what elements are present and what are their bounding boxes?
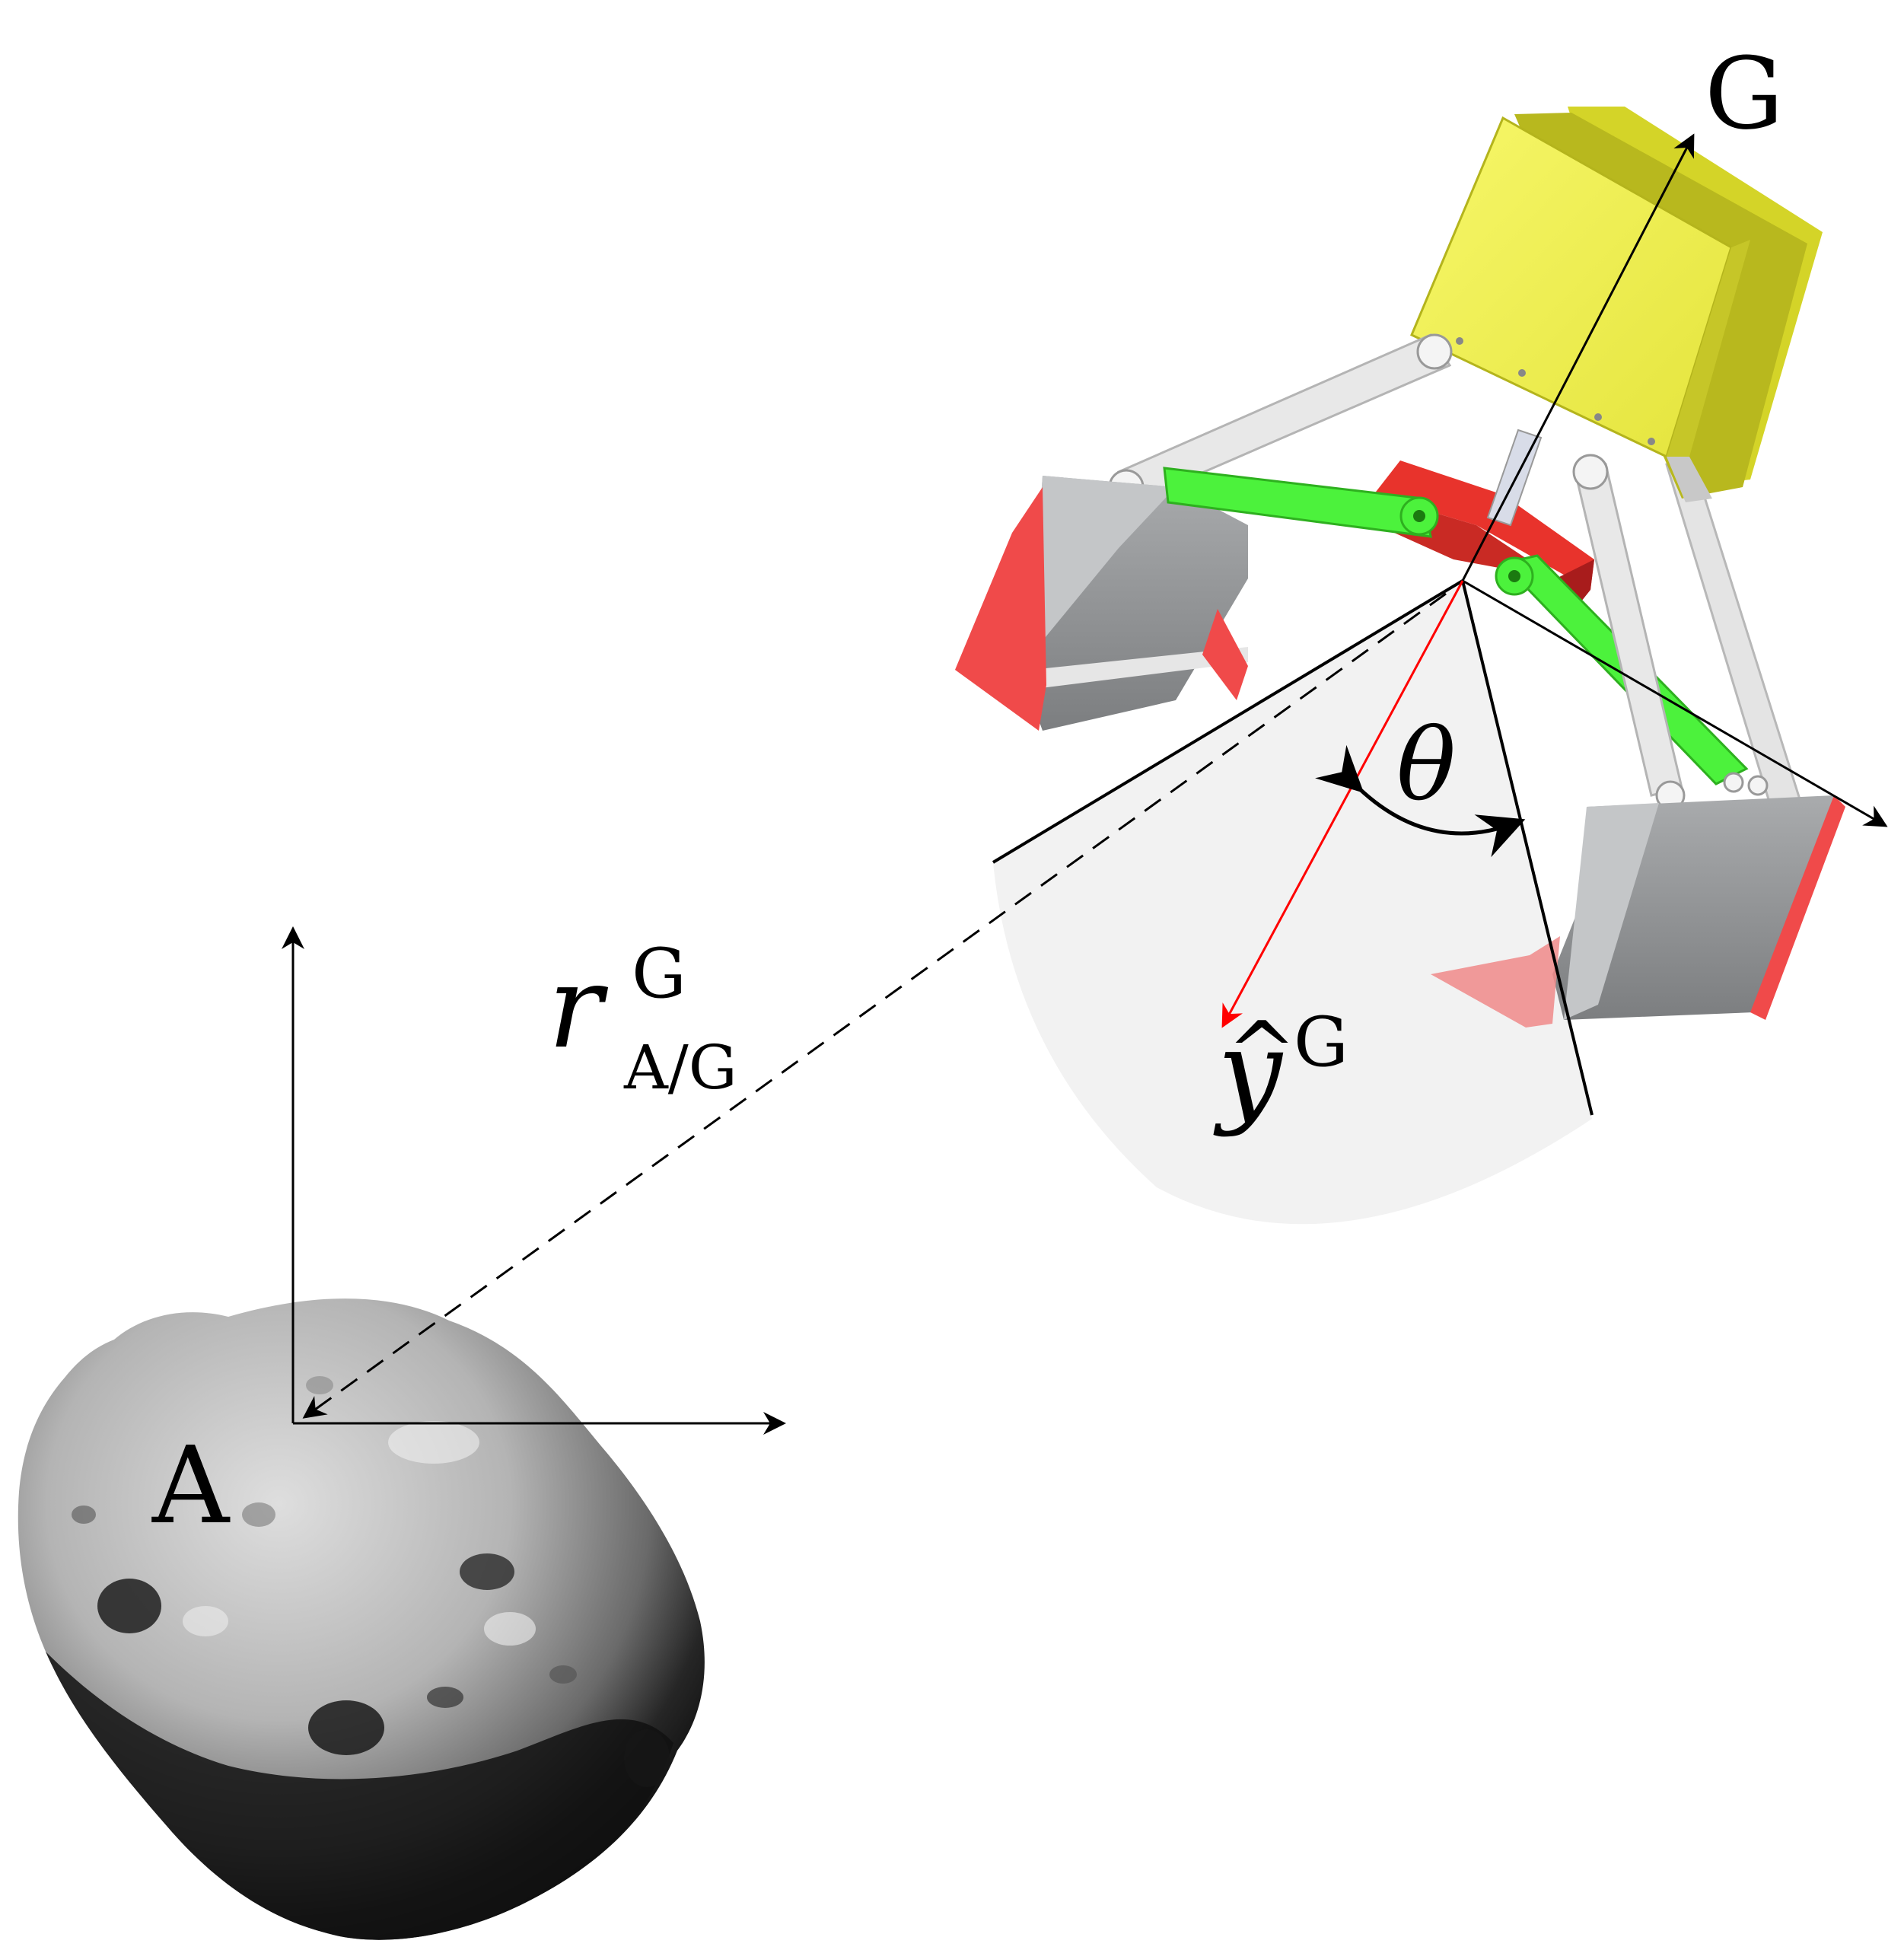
position-vector-subscript: A/G: [623, 1032, 737, 1103]
crater: [183, 1606, 228, 1636]
position-vector: [302, 592, 1447, 1419]
crater: [242, 1502, 275, 1527]
right-bucket: [1431, 795, 1845, 1028]
angle-arc: [1315, 744, 1526, 858]
cone-boundary-right: [1461, 580, 1594, 1116]
y-hat-caret: ^: [1227, 1003, 1297, 1101]
crater: [484, 1612, 536, 1646]
crater: [308, 1700, 384, 1755]
y-hat-superscript: G: [1294, 1002, 1348, 1082]
position-vector-label: r G A/G: [548, 934, 737, 1103]
grapple-z-axis: [1461, 133, 1695, 581]
grapple-frame-label: G: [1705, 36, 1784, 151]
crater: [388, 1421, 479, 1464]
crater: [72, 1506, 96, 1524]
crater: [624, 1729, 670, 1787]
crater: [97, 1579, 161, 1633]
y-hat-main: y: [1213, 1006, 1284, 1139]
angle-label: θ: [1396, 707, 1456, 823]
grapple-x-axis: [1462, 579, 1888, 827]
y-hat-label: y ^ G: [1213, 1002, 1348, 1139]
crater: [460, 1553, 514, 1590]
crater: [427, 1687, 463, 1708]
asteroid-frame-label: A: [151, 1424, 231, 1548]
cone-boundary-left: [992, 579, 1464, 864]
left-bucket: [955, 476, 1248, 731]
crater: [549, 1665, 577, 1684]
robotic-gripper-icon: [955, 107, 1845, 1028]
position-vector-superscript: G: [632, 934, 686, 1014]
crater: [306, 1376, 333, 1394]
asteroid-icon: [18, 1298, 705, 1940]
position-vector-main: r: [548, 942, 609, 1074]
capture-cone: [993, 581, 1592, 1225]
